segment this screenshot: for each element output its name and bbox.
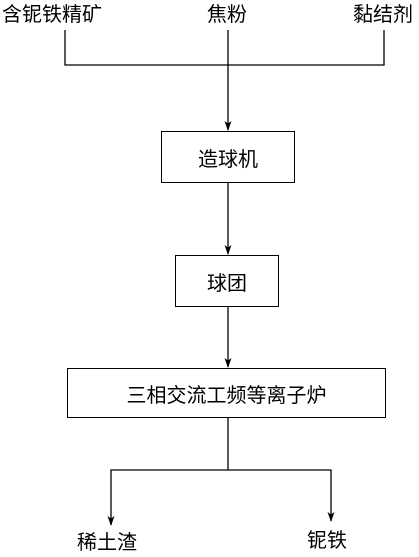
step-plasma-furnace: 三相交流工频等离子炉 bbox=[67, 368, 386, 418]
input-coke-powder: 焦粉 bbox=[207, 2, 247, 26]
step-pellet-label: 球团 bbox=[207, 270, 247, 295]
output-rare-earth-slag: 稀土渣 bbox=[77, 530, 137, 554]
step-plasma-furnace-label: 三相交流工频等离子炉 bbox=[126, 382, 327, 407]
input-binder: 黏结剂 bbox=[353, 2, 413, 26]
output-ferroniobium: 铌铁 bbox=[307, 528, 347, 552]
step-pelletizer: 造球机 bbox=[161, 131, 295, 183]
step-pelletizer-label: 造球机 bbox=[198, 146, 258, 171]
step-pellet: 球团 bbox=[175, 255, 279, 307]
input-niobium-iron-concentrate: 含铌铁精矿 bbox=[2, 2, 102, 26]
